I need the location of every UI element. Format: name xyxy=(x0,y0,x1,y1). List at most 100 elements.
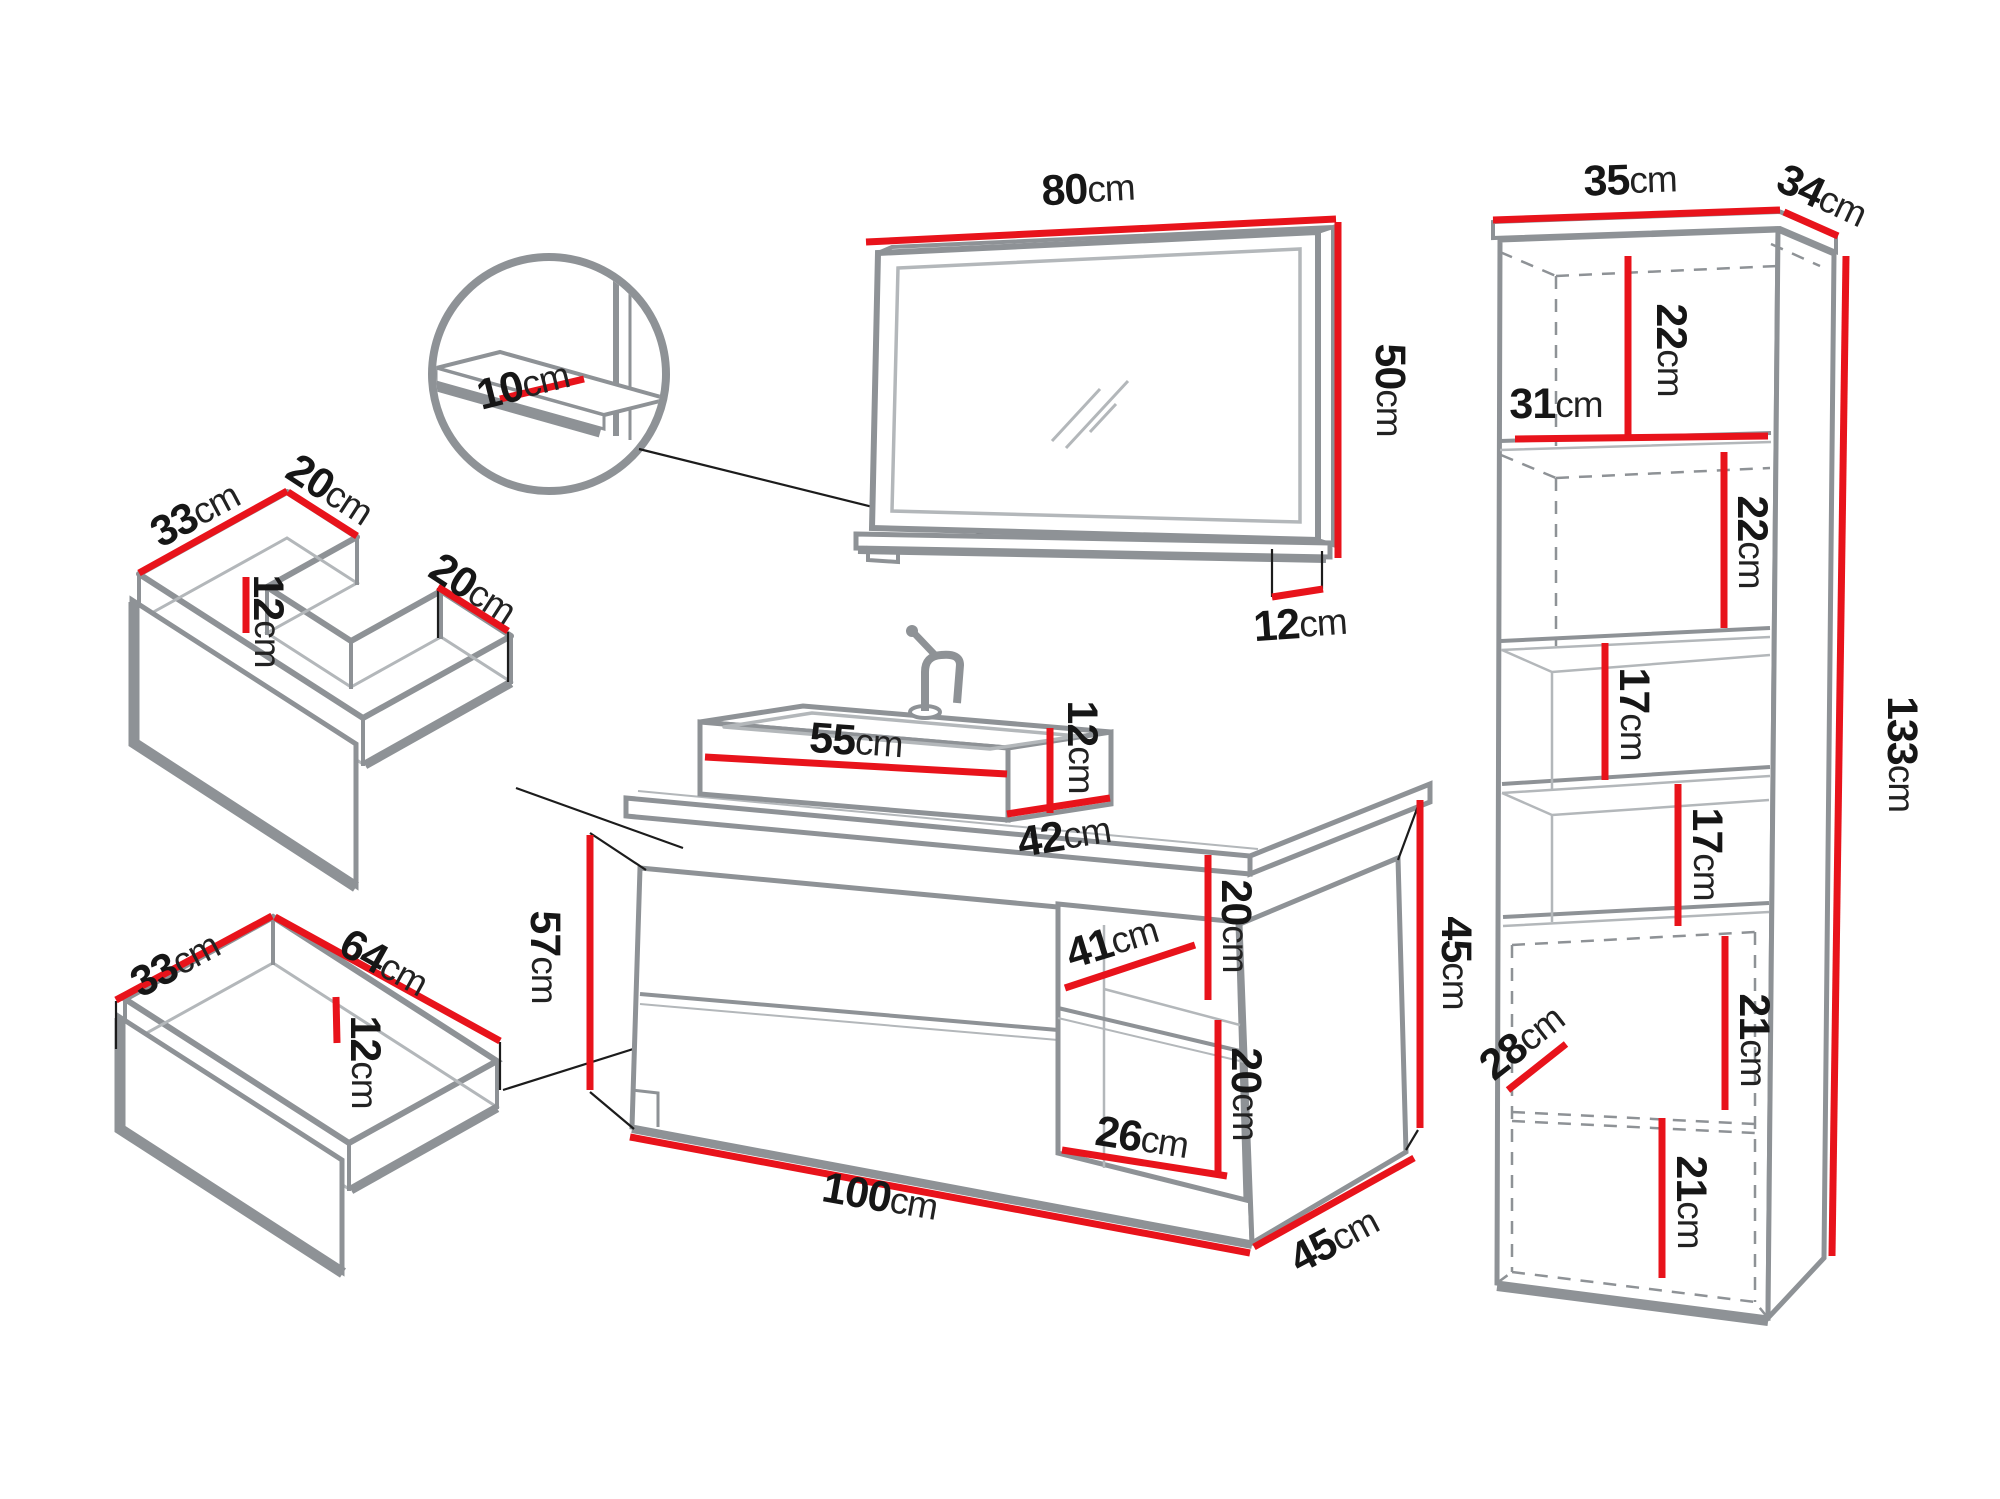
dim-line-tall-height xyxy=(1828,255,1850,1257)
label-tall-height: 133cm xyxy=(1878,696,1926,812)
shelf-detail-callout xyxy=(428,253,1035,549)
dim-unit: cm xyxy=(1086,166,1135,209)
dim-value: 42 xyxy=(1014,812,1067,867)
vanity-niche-shelf-thickness xyxy=(1057,1017,1245,1063)
label-detail-depth: 10cm xyxy=(472,350,574,419)
u-drawer-extension-lines xyxy=(436,588,510,682)
dim-value: 57 xyxy=(521,910,569,956)
shelf-detail-contents xyxy=(436,261,662,440)
dim-unit: cm xyxy=(1732,541,1773,588)
dim-unit: cm xyxy=(1298,600,1348,644)
label-basin-width: 55cm xyxy=(808,714,904,768)
dim-line-tall-inner-width xyxy=(1514,432,1769,443)
dim-line-vanity-width xyxy=(629,1133,1251,1257)
label-niche-top: 20cm xyxy=(1212,879,1260,972)
dim-value: 22 xyxy=(1647,303,1695,349)
dim-unit: cm xyxy=(1216,925,1257,972)
u-shaped-drawer xyxy=(128,487,684,892)
label-tall-s3: 17cm xyxy=(1610,667,1658,760)
dim-unit: cm xyxy=(1651,349,1692,396)
label-tall-width: 35cm xyxy=(1583,154,1678,205)
label-tall-s6: 21cm xyxy=(1667,1155,1715,1248)
dim-line-niche-width xyxy=(1061,1146,1228,1180)
mirror-glass xyxy=(890,247,1302,524)
dim-unit: cm xyxy=(1370,389,1411,436)
vanity-niche-back xyxy=(1102,925,1241,1168)
label-vanity-height: 57cm xyxy=(521,910,569,1003)
vanity-side-face xyxy=(1237,854,1409,1248)
vanity-drawer-gap xyxy=(639,1003,1059,1041)
dim-unit: cm xyxy=(1614,713,1655,760)
label-bd-height: 12cm xyxy=(341,1015,389,1108)
dim-line-mirror-shelf xyxy=(1271,585,1324,601)
dim-line-td-depth xyxy=(137,487,289,577)
dim-value: 12 xyxy=(1252,600,1301,651)
mirror-shine-icon xyxy=(1050,379,1130,450)
label-basin-height: 12cm xyxy=(1058,700,1106,793)
dim-line-basin-depth xyxy=(1006,794,1111,818)
dim-unit: cm xyxy=(1687,853,1728,900)
tall-cabinet xyxy=(1491,206,1850,1326)
dim-line-bd-height xyxy=(332,996,341,1044)
label-tall-s1: 22cm xyxy=(1647,303,1695,396)
tall-open-shelf-interior xyxy=(1501,648,1771,922)
mirror-overhang-brackets xyxy=(1270,549,1324,597)
tall-bottom-shadow xyxy=(1496,1283,1769,1326)
label-tall-s4: 17cm xyxy=(1683,807,1731,900)
dim-unit: cm xyxy=(1671,1201,1712,1248)
dim-line-detail-depth xyxy=(499,375,585,403)
dim-value: 12 xyxy=(341,1015,389,1061)
dim-value: 45 xyxy=(1432,916,1480,962)
dim-line-td-w1 xyxy=(286,489,359,539)
callout-connector-top-drawer xyxy=(515,786,684,850)
tall-shelf-thickness xyxy=(1499,440,1772,928)
label-tall-inner-width: 31cm xyxy=(1509,380,1602,428)
dim-line-shelf-width xyxy=(1063,941,1197,992)
dim-line-tall-width xyxy=(1492,206,1781,224)
label-mirror-width: 80cm xyxy=(1040,163,1136,216)
dim-unit: cm xyxy=(1882,765,1923,812)
faucet-knob xyxy=(906,625,918,637)
u-drawer-right-shadow xyxy=(362,679,514,769)
dim-value: 31 xyxy=(1509,380,1555,428)
vanity-plinth-step xyxy=(631,1088,660,1127)
dim-value: 12 xyxy=(1058,700,1106,746)
dim-value: 10 xyxy=(472,362,528,420)
dim-line-tall-inner-depth xyxy=(1505,1041,1569,1093)
mirror-shelf-shadow xyxy=(857,546,1327,563)
label-mirror-height: 50cm xyxy=(1366,343,1414,436)
vanity-drawer-divider xyxy=(639,992,1059,1032)
mirror xyxy=(853,215,1342,601)
dim-line-tall-depth xyxy=(1782,208,1840,240)
u-drawer-wall-edges xyxy=(137,537,513,766)
vanity-niche-shelf xyxy=(1057,1006,1245,1054)
dim-unit: cm xyxy=(1226,1093,1267,1140)
dim-unit: cm xyxy=(1060,808,1113,856)
dim-value: 80 xyxy=(1040,165,1088,215)
dim-unit: cm xyxy=(1555,384,1602,425)
dim-unit: cm xyxy=(854,720,904,764)
mirror-shelf xyxy=(853,531,1333,560)
dim-value: 50 xyxy=(1366,343,1414,389)
tall-side-face xyxy=(1765,226,1837,1325)
detail-shelf-shadow xyxy=(436,380,602,438)
label-td-height: 12cm xyxy=(244,574,292,667)
label-niche-bottom: 20cm xyxy=(1222,1047,1270,1140)
tall-cube-hidden-lines xyxy=(1499,242,1821,646)
dim-value: 20 xyxy=(1222,1047,1270,1093)
drawer-right-shadow xyxy=(348,1104,500,1194)
dim-unit: cm xyxy=(525,956,566,1003)
dim-value: 35 xyxy=(1583,156,1631,206)
faucet-icon xyxy=(906,625,965,720)
basin-bowl xyxy=(722,711,1080,751)
dim-line-bd-width xyxy=(273,913,502,1045)
dim-value: 20 xyxy=(1212,879,1260,925)
label-vanity-side-height: 45cm xyxy=(1432,916,1480,1009)
wide-drawer xyxy=(114,912,701,1278)
dim-line-td-w2 xyxy=(436,584,510,634)
dim-unit: cm xyxy=(1062,746,1103,793)
dim-line-mirror-width xyxy=(865,215,1337,246)
faucet-spout xyxy=(921,650,965,711)
